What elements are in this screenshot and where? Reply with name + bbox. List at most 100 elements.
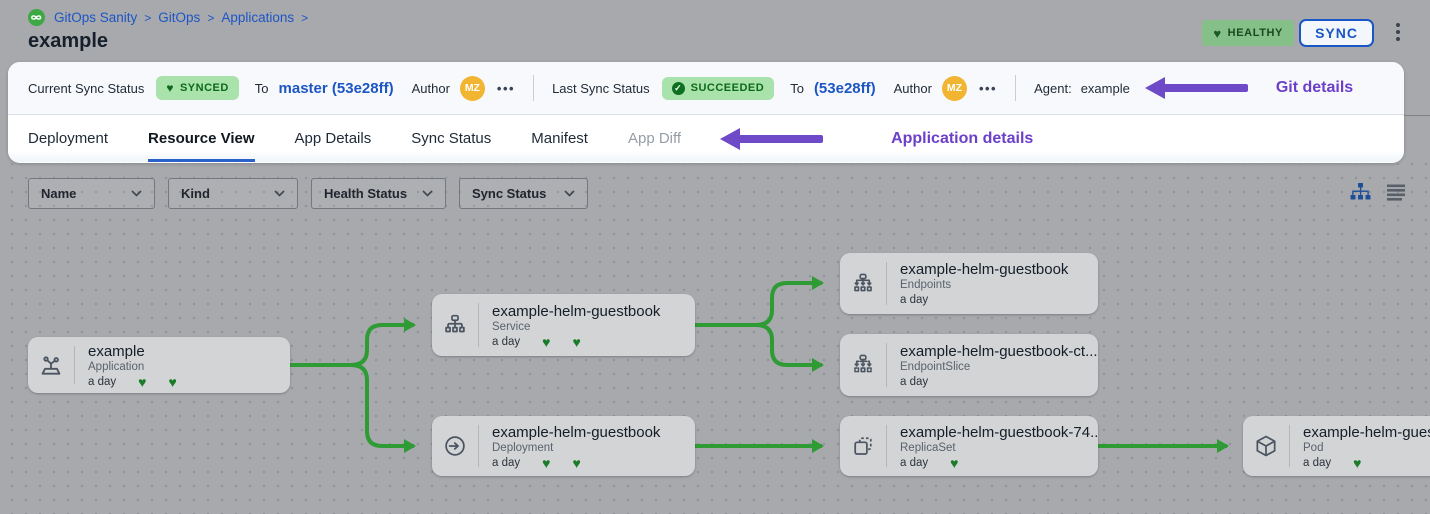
divider bbox=[886, 262, 887, 305]
node-title: example-helm-guestbook-74... bbox=[900, 423, 1098, 441]
node-title: example-helm-guestbook-ct... bbox=[900, 342, 1098, 360]
sync-status-bar: Current Sync Status ♥ SYNCED To master (… bbox=[8, 62, 1404, 115]
tab-app-diff[interactable]: App Diff bbox=[627, 130, 682, 147]
node-kind: ReplicaSet bbox=[900, 441, 956, 454]
endpointslice-icon bbox=[840, 352, 886, 378]
author-label: Author bbox=[411, 80, 450, 96]
divider bbox=[74, 346, 75, 384]
chevron-down-icon bbox=[131, 190, 142, 197]
divider bbox=[478, 425, 479, 467]
heart-icon: ♥ bbox=[168, 373, 177, 390]
heart-icon: ♥ bbox=[1213, 25, 1222, 41]
kebab-menu-icon[interactable] bbox=[1394, 21, 1402, 43]
resource-node-service[interactable]: example-helm-guestbook Service a day ♥ ♥ bbox=[432, 294, 695, 356]
node-kind: Application bbox=[88, 360, 145, 373]
node-age: a day bbox=[900, 375, 929, 388]
service-icon bbox=[432, 312, 478, 338]
health-status-filter-dropdown[interactable]: Health Status bbox=[311, 178, 446, 209]
breadcrumb-item-gitops[interactable]: GitOps bbox=[158, 10, 201, 25]
to-label: To bbox=[790, 80, 804, 96]
health-badge-label: HEALTHY bbox=[1227, 27, 1283, 39]
to-label: To bbox=[254, 80, 269, 96]
resource-node-deployment[interactable]: example-helm-guestbook Deployment a day … bbox=[432, 416, 695, 476]
node-age: a day bbox=[900, 294, 929, 306]
app-tabs: Deployment Resource View App Details Syn… bbox=[8, 115, 1404, 162]
sync-button[interactable]: SYNC bbox=[1299, 19, 1374, 47]
tab-resource-view[interactable]: Resource View bbox=[148, 115, 255, 162]
succeeded-badge-label: SUCCEEDED bbox=[690, 82, 765, 94]
synced-badge-label: SYNCED bbox=[179, 82, 229, 94]
resource-node-endpoints[interactable]: example-helm-guestbook Endpoints a day bbox=[840, 253, 1098, 314]
node-kind: Endpoints bbox=[900, 279, 952, 291]
heart-icon: ♥ bbox=[950, 454, 959, 471]
chevron-down-icon bbox=[274, 190, 285, 197]
divider bbox=[533, 75, 535, 101]
agent-value: example bbox=[1080, 80, 1130, 96]
heart-icon: ♥ bbox=[542, 333, 551, 350]
heart-icon: ♥ bbox=[572, 333, 581, 350]
node-meta: a day ♥ bbox=[1303, 456, 1430, 470]
tree-view-icon[interactable] bbox=[1350, 182, 1371, 202]
tab-manifest[interactable]: Manifest bbox=[531, 130, 588, 147]
chevron-down-icon bbox=[422, 190, 433, 197]
application-details-annotation: Application details bbox=[891, 129, 1034, 147]
node-age: a day bbox=[492, 335, 521, 348]
agent-label: Agent: bbox=[1034, 80, 1072, 96]
last-revision-link[interactable]: (53e28ff) bbox=[813, 79, 876, 97]
synced-badge: ♥ SYNCED bbox=[156, 76, 239, 100]
divider bbox=[1015, 75, 1017, 101]
breadcrumb-separator: > bbox=[144, 10, 152, 25]
author-avatar[interactable]: MZ bbox=[941, 75, 967, 101]
succeeded-badge: ✓ SUCCEEDED bbox=[661, 76, 775, 100]
gitops-logo-icon bbox=[28, 9, 45, 26]
current-sync-status-label: Current Sync Status bbox=[28, 80, 145, 96]
resource-node-application[interactable]: example Application a day ♥ ♥ bbox=[28, 337, 290, 393]
tab-app-details[interactable]: App Details bbox=[294, 130, 372, 147]
tab-sync-status[interactable]: Sync Status bbox=[411, 130, 492, 147]
annotation-arrow-left-icon bbox=[720, 127, 824, 150]
node-title: example-helm-guestbook bbox=[492, 423, 661, 441]
list-view-icon[interactable] bbox=[1386, 182, 1406, 202]
annotation-arrow-left-icon bbox=[1144, 77, 1248, 99]
tab-deployment[interactable]: Deployment bbox=[28, 130, 109, 147]
resource-node-endpointslice[interactable]: example-helm-guestbook-ct... EndpointSli… bbox=[840, 334, 1098, 396]
breadcrumb-item-project[interactable]: GitOps Sanity bbox=[54, 10, 138, 25]
divider bbox=[1404, 115, 1430, 116]
dropdown-label: Kind bbox=[181, 186, 210, 201]
node-title: example-helm-guestbook bbox=[492, 302, 661, 320]
git-details-annotation: Git details bbox=[1275, 79, 1354, 96]
author-label: Author bbox=[893, 80, 932, 96]
breadcrumb-separator: > bbox=[207, 10, 215, 25]
last-sync-status-label: Last Sync Status bbox=[552, 80, 650, 96]
node-meta: a day ♥ ♥ bbox=[492, 333, 660, 350]
more-options-icon[interactable]: ••• bbox=[978, 80, 998, 96]
author-avatar[interactable]: MZ bbox=[459, 75, 485, 101]
divider bbox=[886, 343, 887, 387]
breadcrumb-separator: > bbox=[301, 10, 309, 25]
divider bbox=[886, 425, 887, 467]
node-age: a day bbox=[1303, 456, 1332, 469]
dropdown-label: Sync Status bbox=[472, 186, 547, 201]
node-title: example-helm-guestbook bbox=[900, 261, 1069, 278]
sync-status-filter-dropdown[interactable]: Sync Status bbox=[459, 178, 588, 209]
resource-node-replicaset[interactable]: example-helm-guestbook-74... ReplicaSet … bbox=[840, 416, 1098, 476]
node-kind: Deployment bbox=[492, 441, 554, 454]
node-kind: Pod bbox=[1303, 441, 1324, 454]
replicaset-icon bbox=[840, 433, 886, 459]
pod-icon bbox=[1243, 433, 1289, 459]
dropdown-label: Health Status bbox=[324, 186, 408, 201]
resource-node-pod[interactable]: example-helm-guest Pod a day ♥ bbox=[1243, 416, 1430, 476]
divider bbox=[478, 303, 479, 347]
name-filter-dropdown[interactable]: Name bbox=[28, 178, 155, 209]
current-revision-link[interactable]: master (53e28ff) bbox=[278, 79, 394, 97]
node-meta: a day ♥ bbox=[900, 454, 1090, 471]
dropdown-label: Name bbox=[41, 186, 77, 201]
breadcrumb-item-applications[interactable]: Applications bbox=[221, 10, 295, 25]
more-options-icon[interactable]: ••• bbox=[496, 80, 516, 96]
node-age: a day bbox=[88, 375, 117, 388]
heart-icon: ♥ bbox=[542, 454, 551, 471]
kind-filter-dropdown[interactable]: Kind bbox=[168, 178, 298, 209]
node-age: a day bbox=[900, 456, 929, 469]
divider bbox=[1289, 425, 1290, 467]
